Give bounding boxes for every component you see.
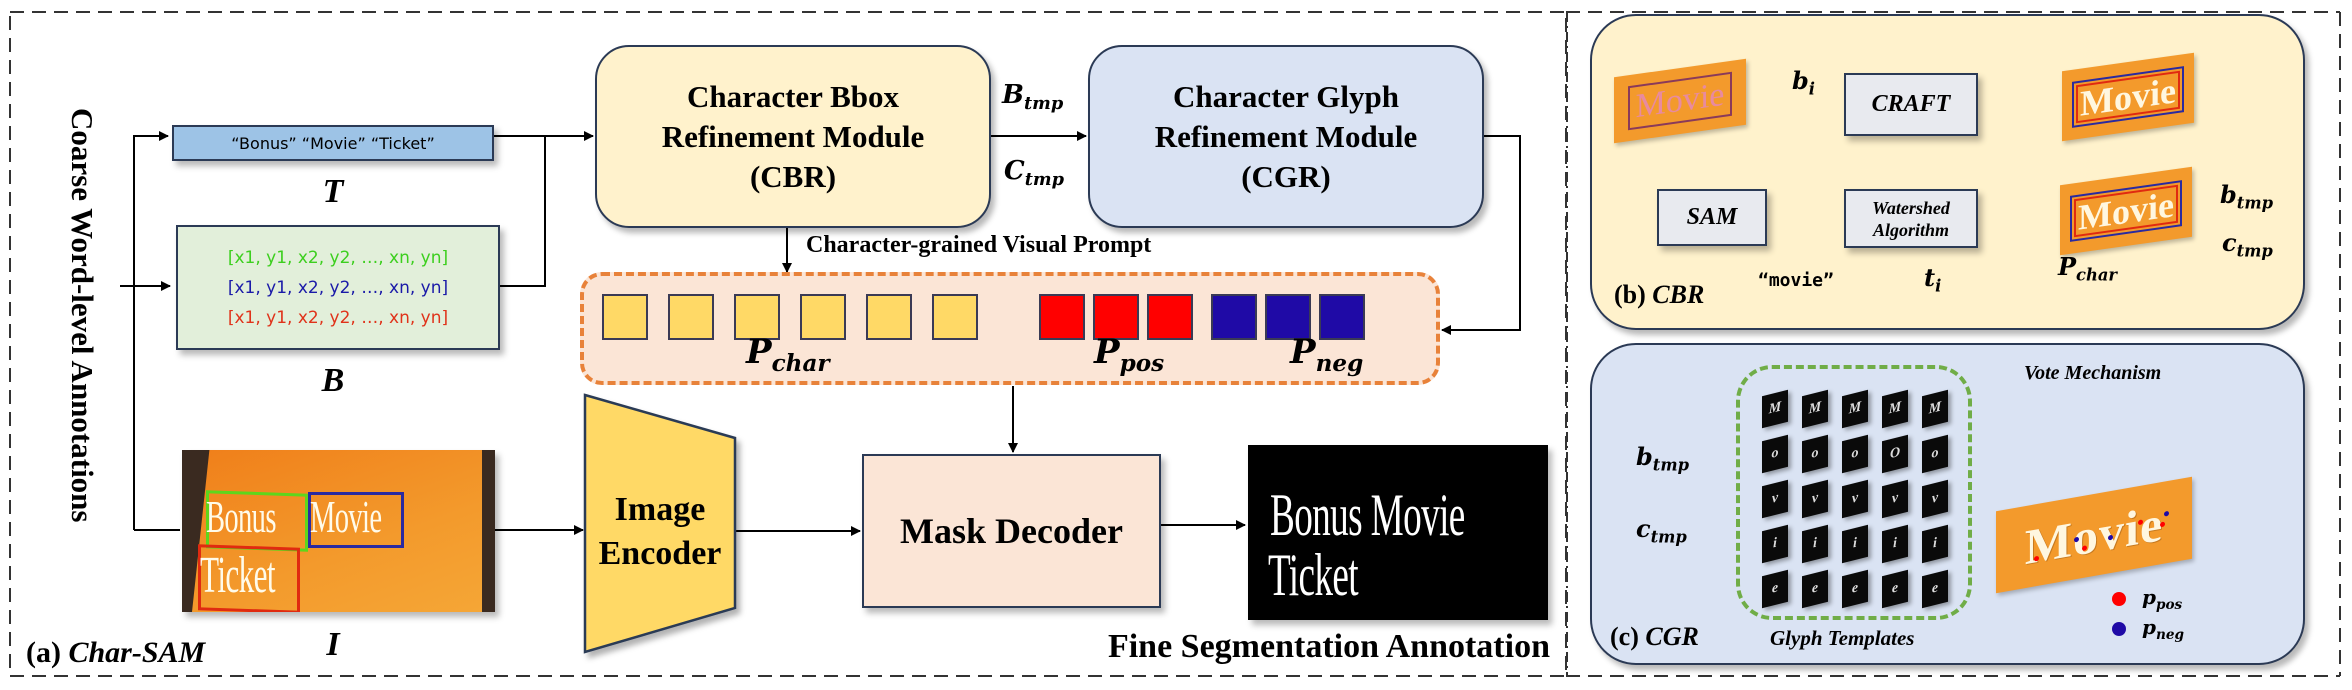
cgr-module: Character Glyph Refinement Module (CGR) [1088, 45, 1484, 228]
legend-neg: pneg [2112, 615, 2184, 643]
word-ticket: Ticket [200, 547, 276, 604]
prompt-token-pos [1147, 294, 1193, 340]
image-encoder-label: Image Encoder [598, 491, 722, 572]
prompt-token-neg [1211, 294, 1257, 340]
side-title: Coarse Word-level Annotations [65, 107, 100, 523]
bbox-line: [x1, y1, x2, y2, …, xn, yn] [227, 307, 449, 328]
glyph-template: v [1762, 479, 1788, 519]
text-input-movie: “movie” [1758, 270, 1834, 291]
label-b-i: bi [1792, 66, 1815, 99]
bbox-line: [x1, y1, x2, y2, …, xn, yn] [227, 277, 449, 298]
glyph-template: e [1762, 569, 1788, 609]
word-box-movie [308, 492, 404, 548]
input-image: Bonus Movie Ticket [182, 450, 495, 612]
neg-point [2074, 536, 2079, 543]
vote-mechanism-label: Vote Mechanism [2024, 362, 2162, 384]
glyph-template: e [1842, 569, 1868, 609]
watershed-box: Watershed Algorithm [1844, 189, 1978, 248]
glyph-template: o [1762, 434, 1788, 474]
glyph-template: v [1842, 479, 1868, 519]
glyph-template: v [1922, 479, 1948, 519]
prompt-token-pos [1039, 294, 1085, 340]
glyph-template: e [1882, 569, 1908, 609]
prompt-token-char [668, 294, 714, 340]
label-b-tmp-cgr: btmp [1636, 442, 1689, 475]
glyph-template: o [1922, 434, 1948, 474]
prompt-token-char [932, 294, 978, 340]
text-annotation-box: “Bonus” “Movie” “Ticket” [172, 125, 494, 161]
prompt-token-neg [1319, 294, 1365, 340]
glyph-template: v [1802, 479, 1828, 519]
prompt-token-char [734, 294, 780, 340]
pos-point-icon [2112, 591, 2126, 606]
word-movie: Movie [310, 491, 382, 542]
legend-pos: ppos [2112, 585, 2182, 613]
pos-point [2082, 545, 2087, 552]
glyph-template: i [1802, 524, 1828, 564]
label-p-neg: Pneg [1290, 332, 1364, 378]
bbox-label-B: B [321, 362, 345, 399]
word-bonus: Bonus [206, 491, 276, 542]
glyph-template: i [1762, 524, 1788, 564]
output-caption: Fine Segmentation Annotation [1107, 628, 1550, 665]
panel-b-caption: (b) CBR [1614, 280, 1705, 309]
sam-box: SAM [1657, 189, 1767, 246]
visual-prompt-box: Pchar Ppos Pneg [580, 272, 1440, 385]
label-p-pos: Ppos [1094, 332, 1165, 378]
glyph-template: o [1802, 434, 1828, 474]
prompt-token-char [602, 294, 648, 340]
pos-point [2160, 521, 2165, 528]
prompt-token-char [866, 294, 912, 340]
glyph-template: i [1842, 524, 1868, 564]
neg-point [2164, 510, 2169, 517]
image-label-I: I [326, 626, 340, 663]
glyph-template: i [1882, 524, 1908, 564]
pos-point [2138, 519, 2143, 526]
neg-point-icon [2112, 621, 2126, 636]
text-label-T: T [322, 173, 344, 210]
glyph-template: M [1842, 389, 1868, 429]
glyph-template: M [1882, 389, 1908, 429]
glyph-template: o [1842, 434, 1868, 474]
cbr-module: Character Bbox Refinement Module (CBR) [595, 45, 991, 228]
bbox-annotation-box: [x1, y1, x2, y2, …, xn, yn] [x1, y1, x2,… [176, 225, 500, 350]
connector [133, 131, 169, 530]
connector [500, 136, 546, 287]
panel-c-caption: (c) CGR [1610, 622, 1699, 651]
craft-box: CRAFT [1844, 73, 1978, 136]
glyph-template: v [1882, 479, 1908, 519]
output-mask-image: Bonus Movie Ticket [1248, 445, 1548, 620]
pos-point [2034, 555, 2039, 562]
panel-a-caption: (a) Char-SAM [26, 636, 206, 669]
bbox-line: [x1, y1, x2, y2, …, xn, yn] [227, 247, 449, 268]
edge-label-c-tmp: Ctmp [1004, 156, 1064, 191]
glyph-template: e [1922, 569, 1948, 609]
label-t-i: ti [1924, 263, 1942, 296]
glyph-template: O [1882, 434, 1908, 474]
neg-point [2108, 534, 2113, 541]
glyph-template: M [1922, 389, 1948, 429]
glyph-template: M [1762, 389, 1788, 429]
prompt-title: Character-grained Visual Prompt [806, 232, 1152, 258]
label-p-char: Pchar [746, 332, 830, 378]
glyph-templates-label: Glyph Templates [1770, 626, 1915, 650]
label-p-char-cbr: Pchar [2058, 252, 2118, 285]
prompt-token-neg [1265, 294, 1311, 340]
edge-label-b-tmp: Btmp [1002, 80, 1064, 115]
prompt-token-char [800, 294, 846, 340]
image-encoder-shape [583, 393, 737, 654]
label-b-tmp-cbr: btmp [2220, 180, 2273, 213]
glyph-template: e [1802, 569, 1828, 609]
mask-decoder: Mask Decoder [862, 454, 1161, 608]
label-c-tmp-cbr: ctmp [2222, 228, 2273, 261]
label-c-tmp-cgr: ctmp [1636, 514, 1687, 547]
prompt-token-pos [1093, 294, 1139, 340]
glyph-template: i [1922, 524, 1948, 564]
glyph-template: M [1802, 389, 1828, 429]
